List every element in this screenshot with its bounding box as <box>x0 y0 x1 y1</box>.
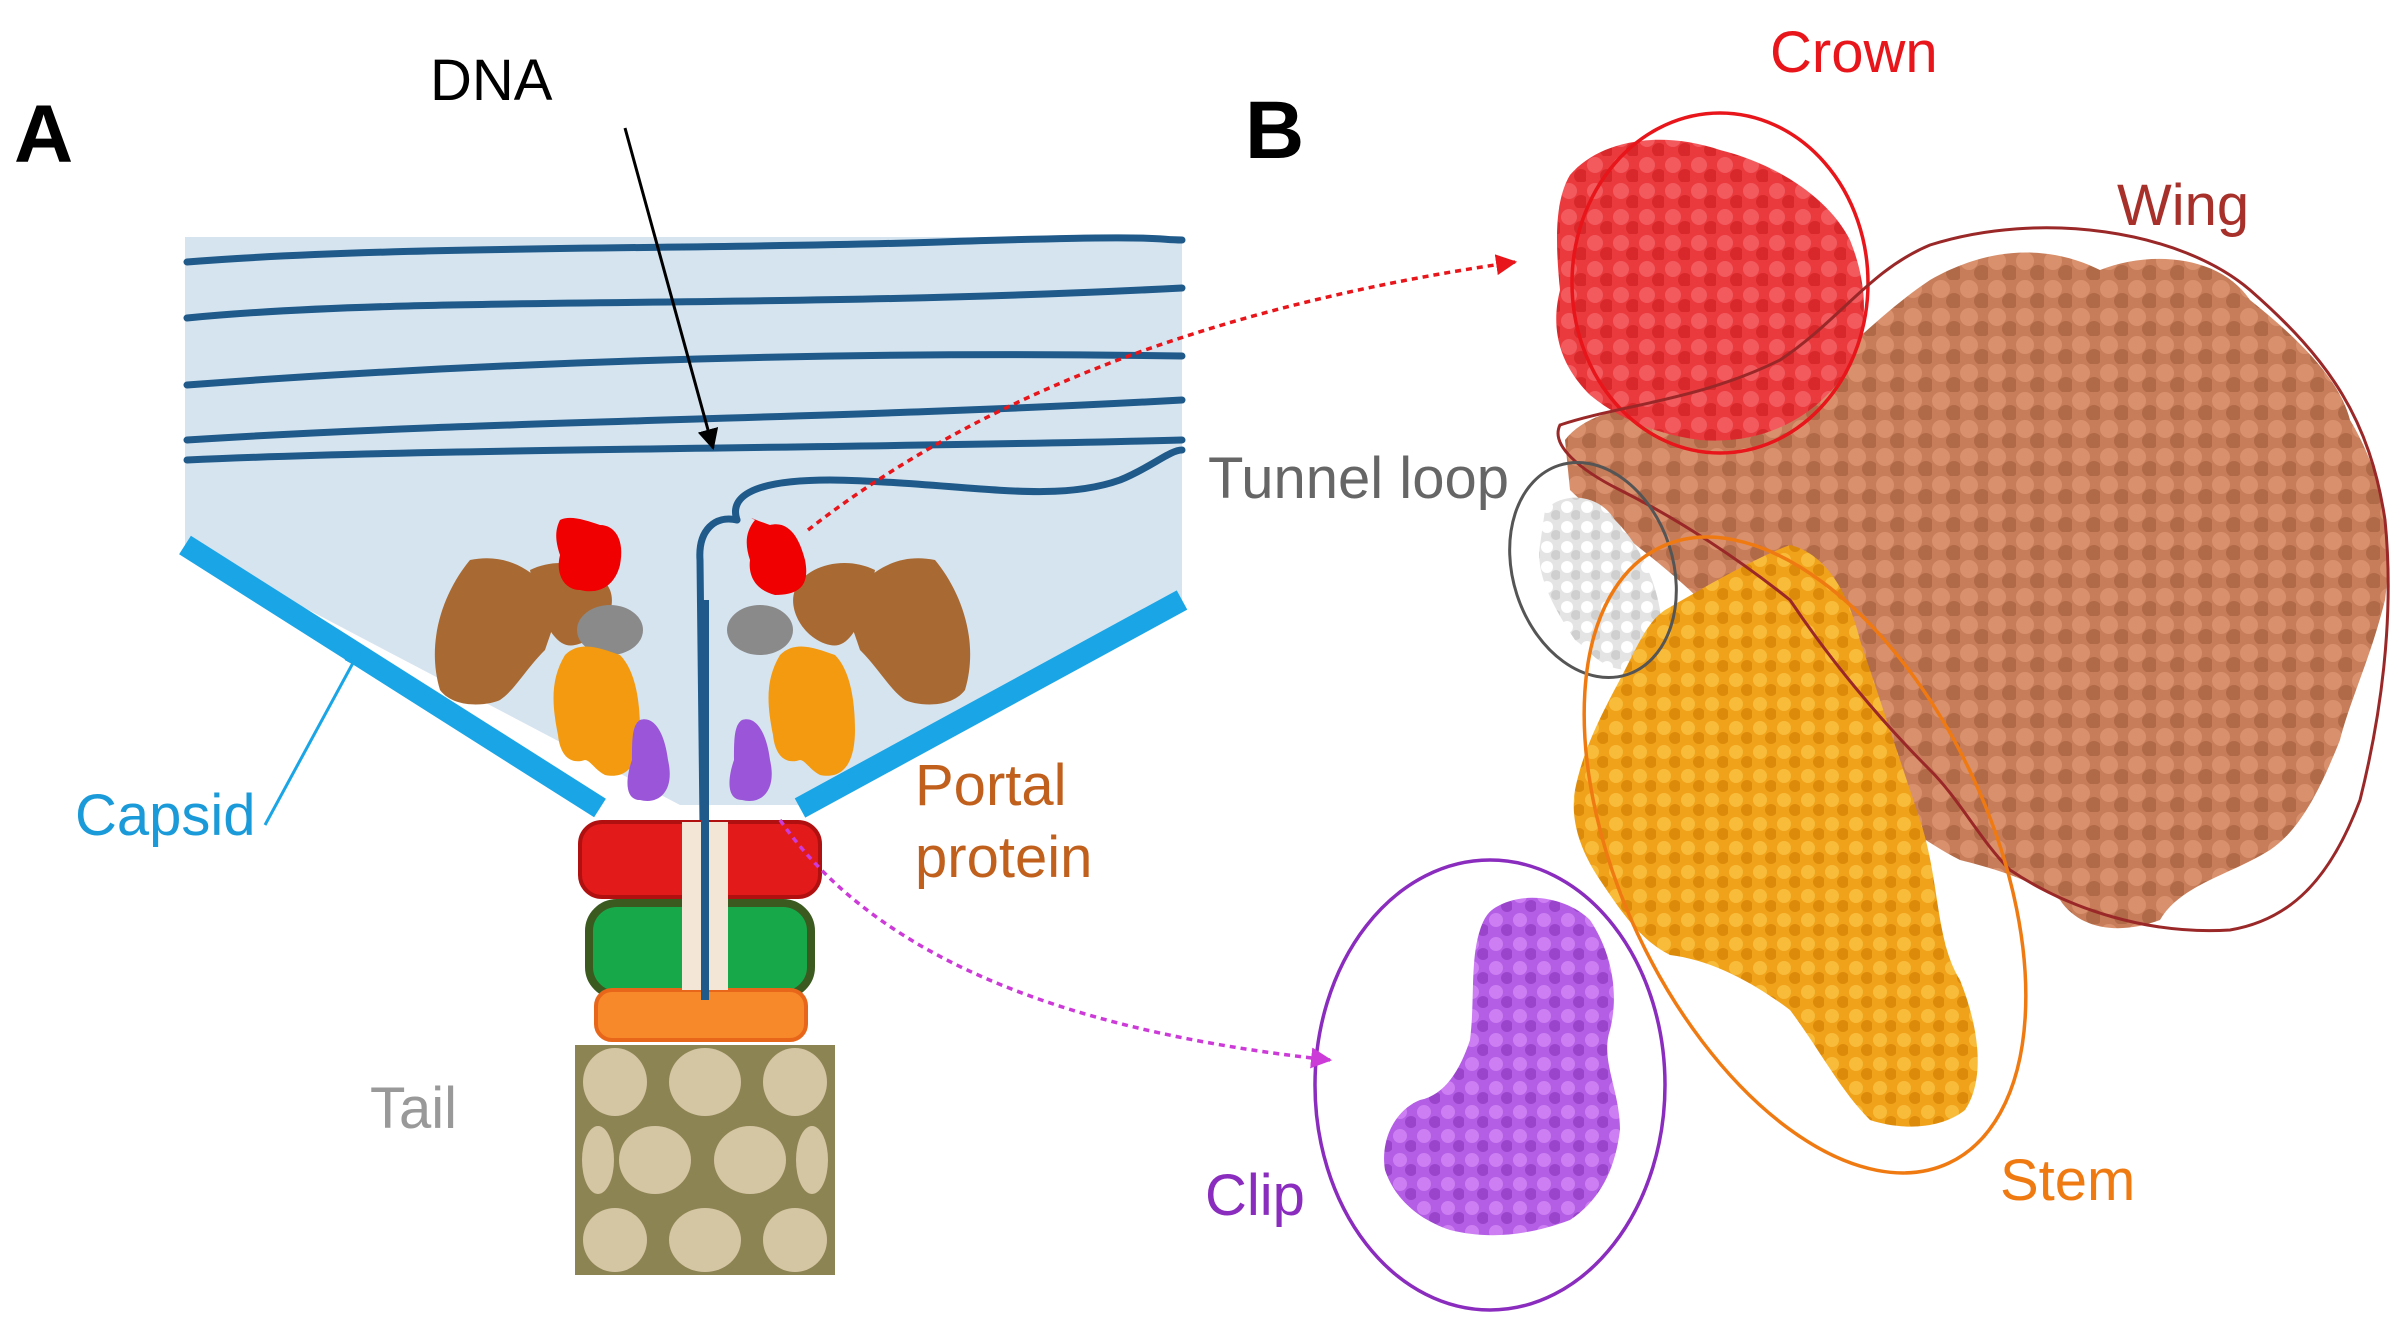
tunnel-loop-domain <box>1539 497 1661 670</box>
clip-dotted-arrow <box>778 819 1333 1069</box>
dna-arrow <box>623 127 719 451</box>
tail-label: Tail <box>370 1076 457 1141</box>
capsid-label: Capsid <box>75 783 256 848</box>
panel-a-label: A <box>14 89 73 180</box>
portal-label-line2: protein <box>915 825 1092 890</box>
dna-label: DNA <box>430 48 553 113</box>
clip-domain <box>1384 897 1620 1236</box>
crown-dotted-arrow <box>806 254 1518 532</box>
capsid-interior <box>185 237 1182 805</box>
clip-outline <box>1313 858 1667 1312</box>
stem-outline <box>1582 535 2028 1175</box>
portal-label-line1: Portal <box>915 753 1067 818</box>
capsid-arrow <box>263 648 362 826</box>
capsid-walls <box>179 535 1188 818</box>
tunnel-loop-label: Tunnel loop <box>1208 446 1509 511</box>
tail <box>575 1045 835 1275</box>
panel-b-label: B <box>1245 85 1304 176</box>
crown-label: Crown <box>1770 20 1938 85</box>
portal-subunit-left <box>434 517 670 801</box>
stem-label: Stem <box>2000 1148 2135 1213</box>
wing-outline <box>1556 226 2390 933</box>
portal-subunit-right <box>727 517 971 801</box>
wing-label: Wing <box>2117 173 2249 238</box>
crown-domain <box>1556 139 1864 441</box>
dna-strands <box>183 234 1186 1004</box>
crown-outline <box>1570 111 1870 455</box>
clip-label: Clip <box>1205 1163 1305 1228</box>
stem-domain <box>1573 545 1978 1127</box>
